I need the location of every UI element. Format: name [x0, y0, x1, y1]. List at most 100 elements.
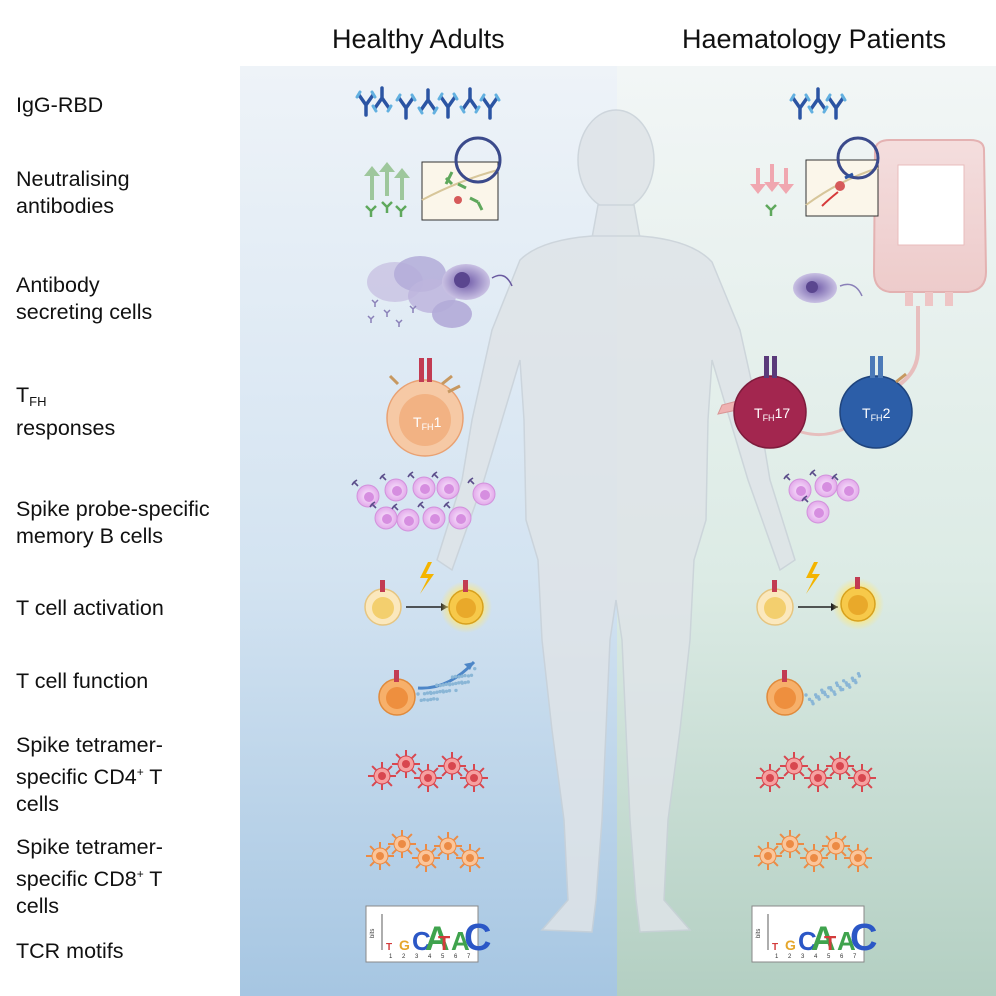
antibody-icon [789, 93, 811, 120]
logo-tick-label: 3 [415, 954, 419, 960]
neutralising-up-arrows-icon [364, 162, 410, 217]
tetramer-t-cell [756, 764, 784, 792]
cytokine-dot [841, 679, 846, 683]
cytokine-dot [850, 676, 855, 680]
tetramer-t-cell [414, 764, 442, 792]
svg-text:TFH17: TFH17 [754, 405, 790, 423]
logo-tick-label: 7 [467, 954, 471, 960]
cytokine-dot [841, 687, 845, 692]
cd4-tetramer-cells-healthy [368, 750, 488, 792]
row-label-t-cell-activation: T cell activation [16, 596, 164, 620]
tetramer-t-cell [754, 842, 782, 870]
cytokine-dot [826, 694, 830, 699]
cytokine-dot [834, 681, 839, 685]
memory-b-cell [407, 471, 436, 500]
memory-b-cells-healthy [351, 471, 496, 532]
logo-tick-label: 2 [402, 954, 406, 960]
tfh17-cell: TFH17 [733, 356, 807, 449]
cytokine-dot [457, 675, 461, 679]
tetramer-t-cell [438, 752, 466, 780]
tetramer-t-cell [366, 842, 394, 870]
tetramer-t-cell [776, 830, 804, 858]
cytokine-dot [813, 693, 818, 697]
antibody-icon [437, 92, 459, 119]
logo-tick-label: 1 [389, 954, 393, 960]
cytokine-dot [822, 690, 827, 694]
cytokine-dot [450, 675, 455, 679]
logo-letter: A [837, 926, 856, 956]
cytokine-dot [438, 683, 442, 688]
cytokine-dot [432, 697, 436, 701]
cytokine-dot [428, 690, 433, 695]
logo-letter: C [412, 926, 431, 956]
t-cell-activation-patients [756, 562, 884, 630]
cytokine-dot [435, 690, 439, 694]
cytokine-dot [453, 674, 458, 679]
cd8-tetramer-cells-healthy [366, 830, 484, 872]
cd8-tetramer-cells-patients [754, 830, 872, 872]
tetramer-t-cell [844, 844, 872, 872]
cytokine-dot [422, 692, 427, 696]
cytokine-dot [441, 683, 445, 687]
cytokine-dot [816, 695, 820, 699]
logo-tick-label: 6 [454, 954, 458, 960]
igg-rbd-antibodies-patients [789, 87, 847, 120]
tetramer-t-cell [388, 830, 416, 858]
cytokine-dot [447, 689, 452, 693]
tetramer-t-cell [848, 764, 876, 792]
virus-neutralisation-inset-patients [805, 136, 880, 217]
memory-b-cell [831, 473, 860, 502]
row-label-igg-rbd: IgG-RBD [16, 93, 104, 117]
cytokine-dot [820, 688, 824, 692]
tetramer-t-cell [804, 764, 832, 792]
svg-text:TFH2: TFH2 [862, 405, 891, 423]
t-cell-activation-healthy [364, 562, 492, 633]
cytokine-dot [454, 681, 458, 686]
memory-b-cells-patients [783, 469, 860, 524]
cytokine-dot [426, 698, 430, 702]
tetramer-t-cell [460, 764, 488, 792]
logo-letter: T [438, 933, 450, 955]
cytokine-dot [435, 697, 439, 701]
cytokine-dot [856, 671, 861, 676]
tetramer-t-cell [368, 762, 396, 790]
logo-axis-label: bits [370, 929, 376, 938]
logo-letter: C [798, 926, 817, 956]
logo-tick-label: 4 [814, 954, 818, 960]
cytokine-dot [804, 693, 808, 697]
t-cell-function-healthy [378, 660, 477, 716]
tetramer-t-cell [826, 752, 854, 780]
logo-letter: C [850, 917, 877, 959]
antibody-secreting-cells-healthy [367, 256, 513, 328]
cytokine-dot [469, 673, 474, 677]
cytokine-dot [416, 692, 420, 696]
antibody-icon [825, 93, 847, 120]
tetramer-t-cell [392, 750, 420, 778]
logo-tick-label: 2 [788, 954, 792, 960]
cytokine-dot [425, 691, 430, 695]
memory-b-cell [417, 501, 446, 530]
cytokine-dot [419, 698, 423, 703]
antibody-secreting-cell-patients [793, 273, 863, 303]
memory-b-cell [443, 501, 472, 530]
antibody-icon [459, 87, 481, 114]
memory-b-cell [431, 471, 460, 500]
logo-letter: A [811, 920, 836, 958]
cytokine-dot [460, 674, 464, 678]
antibody-icon [371, 86, 393, 113]
logo-letter: A [425, 920, 450, 958]
logo-letter: T [386, 942, 392, 953]
row-label-tcr-motifs: TCR motifs [16, 939, 124, 963]
logo-tick-label: 4 [428, 954, 432, 960]
antibody-icon [355, 90, 377, 117]
t-cell-function-patients [766, 670, 862, 716]
memory-b-cell [369, 501, 398, 530]
cytokine-dot [828, 685, 833, 690]
